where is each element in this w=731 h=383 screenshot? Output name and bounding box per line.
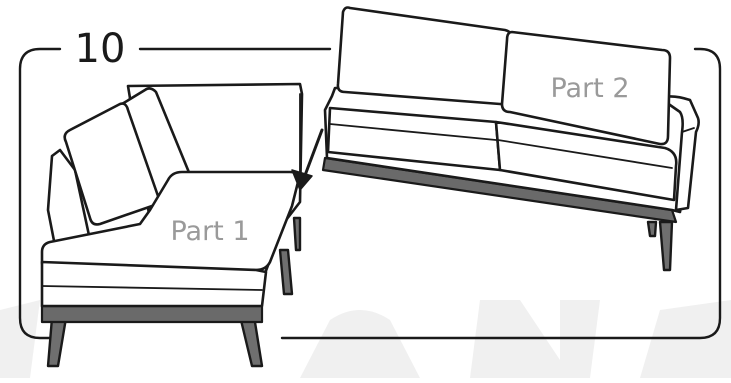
- part2-back-cushion-left: [338, 8, 512, 105]
- part1-leg-front-right: [240, 316, 262, 366]
- sofa-part-2: [323, 8, 699, 271]
- part-2-label: Part 2: [550, 73, 629, 104]
- part-1-label: Part 1: [170, 216, 249, 247]
- part1-leg-rear-2: [294, 218, 300, 250]
- part1-base-rail: [42, 306, 262, 322]
- part2-leg-right: [660, 222, 672, 270]
- part2-leg-mid: [648, 222, 656, 236]
- part1-leg-rear: [280, 250, 292, 294]
- part1-leg-front-left: [48, 318, 66, 366]
- step-number: 10: [75, 26, 126, 72]
